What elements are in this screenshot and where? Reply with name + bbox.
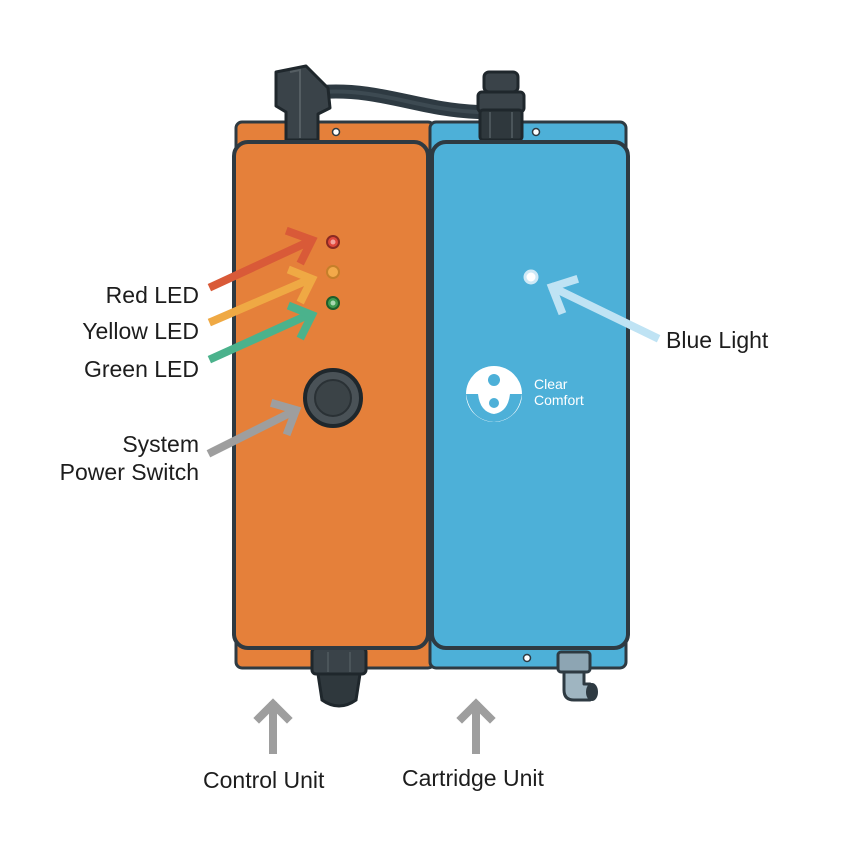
power-switch-label-line1: System [122,431,199,457]
cartridge-unit-label: Cartridge Unit [402,765,544,791]
green-led-label: Green LED [83,356,199,382]
red-led-arrow [207,226,318,292]
yellow-led [326,265,340,279]
control-unit-arrow [253,698,293,754]
power-switch-arrow [206,399,302,458]
red-led-core [330,239,336,245]
brand-name-line1: Clear [534,376,568,392]
power-switch-inner [314,379,352,417]
blue-light [523,269,539,285]
power-cable-highlight [320,89,480,114]
red-led-label: Red LED [105,282,199,308]
cartridge-elbow-fitting [556,650,598,702]
brand-name-line2: Comfort [534,392,584,408]
blue-light-label: Blue Light [666,327,769,353]
green-led-arrow [207,301,318,364]
blue-light-arrow [546,274,661,343]
yellow-led-arrow [207,265,318,327]
clear-comfort-logo-icon [466,366,522,422]
cartridge-unit-arrow [456,698,496,754]
cartridge-unit-panel [430,140,630,650]
power-plug [274,64,332,142]
power-switch-label-line2: Power Switch [59,459,199,485]
mount-hole [331,127,341,137]
control-unit-label: Control Unit [203,767,325,793]
mount-hole [522,653,532,663]
cartridge-top-connector [476,70,526,142]
control-unit-bottom-gland [310,646,368,708]
yellow-led-label: Yellow LED [82,318,199,344]
mount-hole [531,127,541,137]
green-led-core [330,300,336,306]
